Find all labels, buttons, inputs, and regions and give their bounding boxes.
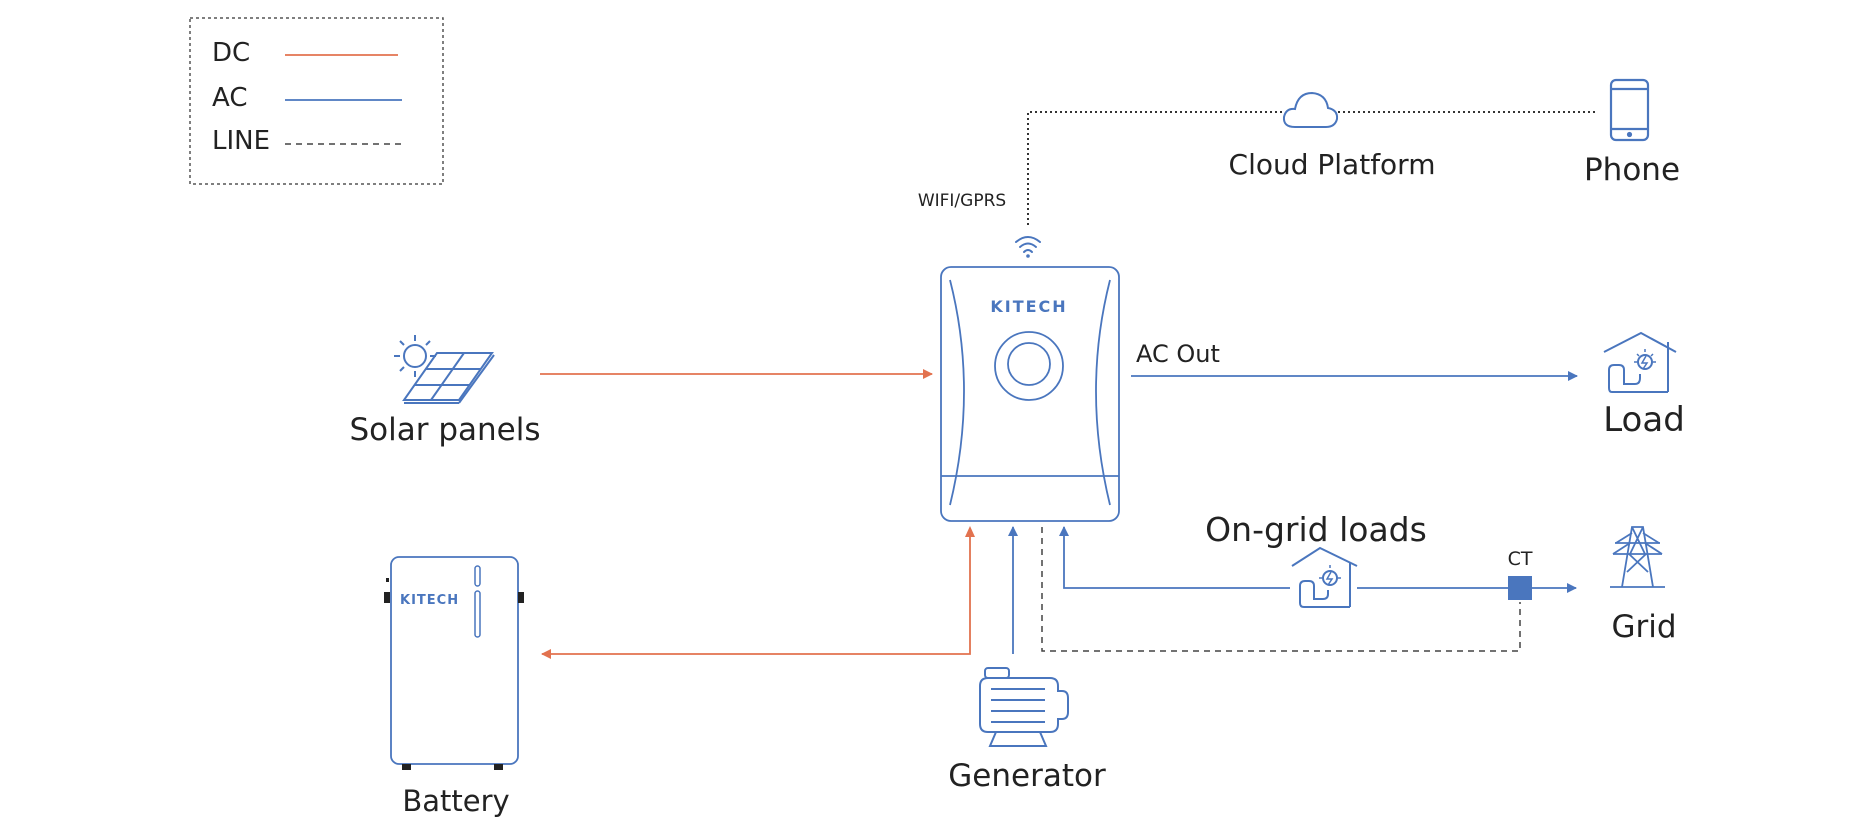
on-grid-loads-label: On-grid loads	[1205, 510, 1427, 549]
wifi-icon	[1015, 236, 1041, 258]
battery-label: Battery	[402, 784, 510, 818]
battery-icon	[384, 556, 524, 770]
legend-border	[189, 17, 444, 185]
load-label: Load	[1603, 400, 1685, 440]
inverter-brand-logo: KITECH	[990, 297, 1068, 316]
grid-label: Grid	[1611, 609, 1677, 645]
phone-icon	[1609, 78, 1650, 142]
legend-line-label: LINE	[212, 126, 271, 156]
dc-inverter-to-battery	[541, 528, 971, 659]
wifi-gprs-label: WIFI/GPRS	[917, 191, 1007, 211]
ct-sensor-icon	[1508, 576, 1532, 600]
solar-panels-label: Solar panels	[349, 412, 541, 448]
generator-label: Generator	[948, 758, 1106, 794]
generator-icon	[979, 667, 1069, 747]
inverter-icon	[940, 266, 1120, 522]
legend-ac-label: AC	[212, 83, 248, 113]
solar-panel-icon	[394, 335, 495, 404]
battery-brand-logo: KITECH	[400, 593, 460, 608]
ct-label: CT	[1507, 548, 1533, 570]
house-load-icon	[1603, 331, 1677, 393]
legend-dc-label: DC	[212, 38, 251, 68]
phone-label: Phone	[1583, 152, 1681, 188]
dc-arrow-up-icon	[965, 526, 975, 537]
cloud-icon	[1282, 91, 1339, 128]
cloud-platform-label: Cloud Platform	[1228, 148, 1436, 181]
ac-out-label: AC Out	[1136, 340, 1220, 368]
power-pylon-icon	[1610, 526, 1665, 588]
legend	[189, 17, 444, 185]
ongrid-house-icon	[1291, 546, 1358, 608]
ac-ongrid-line	[1059, 526, 1290, 589]
comm-line	[1027, 111, 1596, 225]
ct-comm-line	[1041, 527, 1521, 652]
